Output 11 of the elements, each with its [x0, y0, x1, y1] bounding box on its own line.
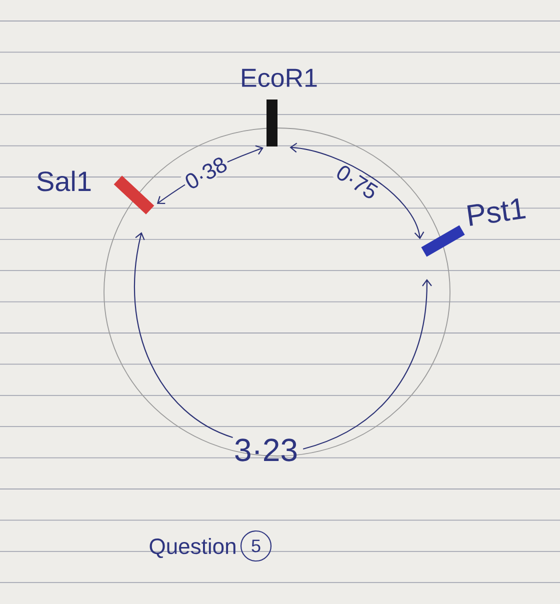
site-label: EcoR1	[242, 68, 317, 88]
site-label: Sal1	[37, 170, 91, 192]
site-label: Pst1	[467, 198, 526, 226]
length-label: 3·23	[235, 438, 297, 462]
circled-number: 5	[240, 530, 272, 562]
double-arrow	[290, 142, 424, 240]
arrow	[302, 279, 432, 450]
question-label: Question	[150, 538, 236, 558]
edge-label: 0·38	[180, 154, 232, 192]
arrow	[134, 232, 233, 438]
edge-label: 0·75	[332, 162, 382, 202]
